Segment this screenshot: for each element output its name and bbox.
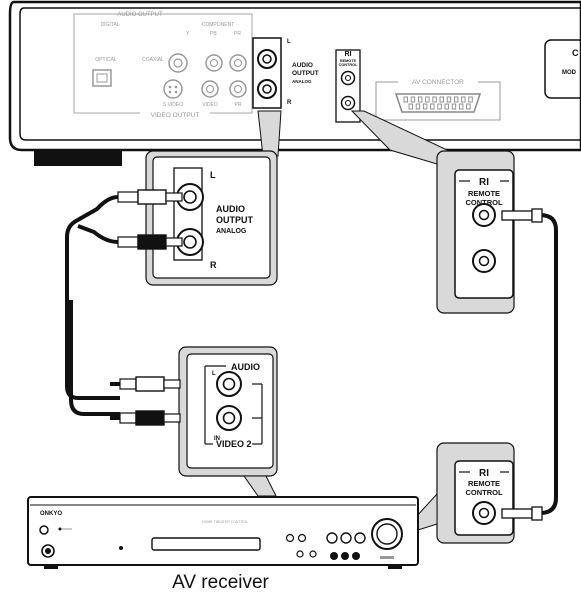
grey-output-group: AUDIO OUTPUT DIGITAL OPTICAL COAXIAL COM… [73, 12, 253, 119]
svg-text:DIGITAL: DIGITAL [100, 22, 119, 28]
component-jacks [205, 54, 247, 72]
scart-pin [415, 103, 421, 110]
av-receiver: ONKYO HOME THEATER CONTROL [27, 496, 419, 569]
coaxial-jack [168, 53, 188, 73]
svg-text:AUDIO: AUDIO [231, 362, 260, 372]
svg-text:MOD: MOD [562, 70, 577, 76]
scart-pin [422, 103, 428, 110]
svg-text:C: C [572, 48, 579, 58]
scart-pin [453, 96, 459, 103]
svg-text:OPTICAL: OPTICAL [95, 57, 117, 63]
zoom-ri-remote-bottom: RI REMOTE CONTROL [436, 442, 515, 544]
svg-text:CONTROL: CONTROL [465, 488, 502, 497]
svg-text:COAXIAL: COAXIAL [142, 57, 164, 63]
scart-pin [410, 96, 416, 103]
scart-pin [439, 96, 444, 103]
svg-text:CONTROL: CONTROL [465, 198, 502, 207]
scart-pin [437, 103, 442, 110]
svg-text:VIDEO 2: VIDEO 2 [216, 439, 252, 449]
player-right-module: C MOD [544, 39, 581, 99]
svg-text:REMOTE: REMOTE [468, 479, 500, 488]
svg-text:VIDEO: VIDEO [202, 102, 218, 108]
ri-cable [501, 208, 558, 521]
scart-pin [468, 96, 473, 103]
optical-port [92, 69, 112, 87]
scart-pin [403, 96, 408, 103]
zoom-audio-in: AUDIO L IN VIDEO 2 [178, 346, 278, 477]
scart-pin [425, 96, 430, 103]
svg-text:PB: PB [210, 31, 217, 37]
svg-text:Y: Y [186, 31, 190, 37]
svg-text:L: L [212, 371, 216, 377]
video-jacks [201, 80, 247, 98]
svg-text:ANALOG: ANALOG [216, 228, 247, 235]
svg-text:AUDIO: AUDIO [216, 204, 245, 214]
svg-text:REMOTE: REMOTE [468, 189, 500, 198]
svg-text:OUTPUT: OUTPUT [292, 70, 319, 77]
svg-text:RI: RI [479, 468, 489, 479]
svg-text:OUTPUT: OUTPUT [216, 215, 254, 225]
scart-pin [432, 96, 437, 103]
player-ri-remote-jacks: RI REMOTE CONTROL [335, 49, 361, 123]
scart-pin [444, 103, 449, 110]
svg-text:S VIDEO: S VIDEO [163, 102, 183, 108]
player-rear-panel: AUDIO OUTPUT DIGITAL OPTICAL COAXIAL COM… [8, 0, 581, 166]
receiver-caption: AV receiver [172, 572, 269, 593]
svg-text:PR: PR [234, 31, 241, 37]
svg-text:REMOTE: REMOTE [340, 59, 357, 63]
svg-text:AUDIO OUTPUT: AUDIO OUTPUT [117, 12, 163, 18]
svg-text:CONTROL: CONTROL [339, 63, 358, 67]
svg-text:VIDEO OUTPUT: VIDEO OUTPUT [151, 112, 200, 119]
scart-pin [461, 96, 466, 103]
svg-text:R: R [210, 260, 217, 270]
zoom-ri-remote-top: RI REMOTE CONTROL [436, 150, 515, 314]
av-connector: AV CONNECTOR [375, 76, 501, 121]
audio-cable [65, 189, 183, 426]
scart-pin [458, 103, 464, 110]
svg-text:ANALOG: ANALOG [292, 79, 312, 84]
svg-text:L: L [287, 39, 291, 45]
svg-text:IN: IN [214, 436, 220, 442]
scart-pin [430, 103, 435, 110]
scart-pin [417, 96, 423, 103]
svg-text:PR: PR [235, 102, 242, 108]
svg-text:AV CONNECTOR: AV CONNECTOR [412, 79, 464, 86]
callout-pointer-audio [257, 110, 282, 157]
svg-text:AUDIO: AUDIO [292, 62, 313, 69]
s-video-jack [163, 79, 183, 99]
scart-pin [446, 96, 452, 103]
scart-pin [451, 103, 457, 110]
svg-text:RI: RI [479, 177, 489, 188]
player-foot [34, 150, 122, 166]
analog-audio-output: L AUDIO OUTPUT ANALOG R [252, 37, 319, 109]
callout-pointer-audio-in [243, 475, 277, 497]
svg-text:RI: RI [345, 51, 352, 58]
zoom-audio-output: L AUDIO OUTPUT ANALOG R [145, 150, 278, 286]
svg-text:R: R [287, 100, 292, 106]
scart-pin [408, 103, 413, 110]
svg-text:ONKYO: ONKYO [40, 511, 62, 517]
scart-pin [466, 103, 471, 110]
svg-text:L: L [210, 170, 216, 180]
receiver-panel-print: HOME THEATER CONTROL [202, 520, 248, 524]
svg-text:COMPONENT: COMPONENT [202, 22, 235, 28]
